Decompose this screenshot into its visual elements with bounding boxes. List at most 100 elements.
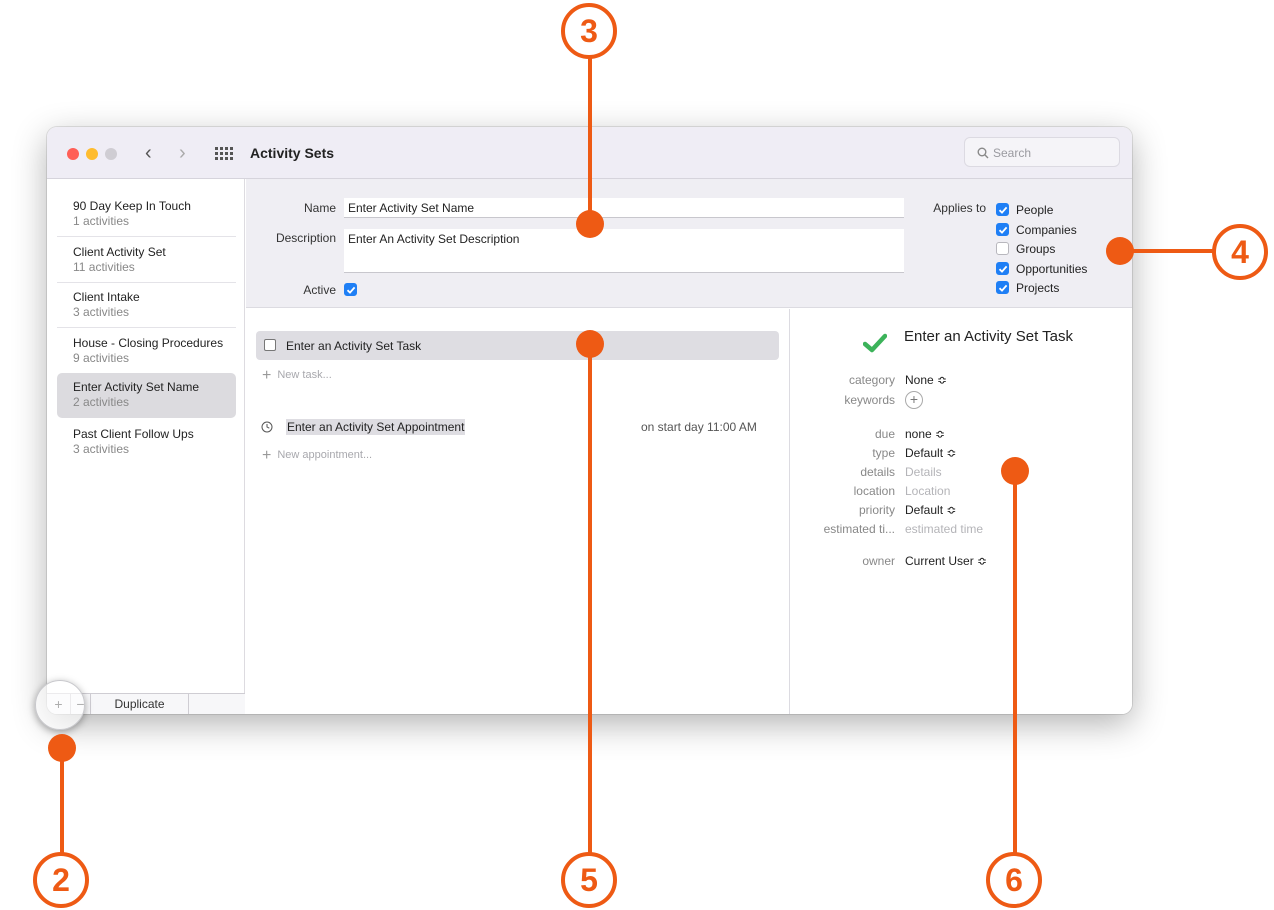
appointment-time: on start day 11:00 AM	[641, 420, 757, 434]
callout-marker-4	[1106, 237, 1134, 265]
location-field[interactable]: Location	[905, 484, 951, 498]
task-checkbox[interactable]	[264, 339, 276, 351]
sidebar-item-name: 90 Day Keep In Touch	[73, 199, 191, 213]
active-checkbox[interactable]	[344, 283, 357, 296]
sidebar-item[interactable]: Client Activity Set 11 activities	[57, 238, 236, 283]
description-field[interactable]: Enter An Activity Set Description	[344, 229, 904, 273]
callout-badge-5: 5	[561, 852, 617, 908]
duplicate-button[interactable]: Duplicate	[91, 694, 189, 714]
sidebar-item-count: 1 activities	[73, 214, 130, 228]
type-popup[interactable]: Default ≎	[905, 446, 957, 460]
activity-set-form: Name Description Enter An Activity Set D…	[246, 179, 1132, 308]
sidebar-item-count: 3 activities	[73, 305, 130, 319]
estimated-time-field[interactable]: estimated time	[905, 522, 984, 536]
keywords-label: keywords	[844, 393, 895, 407]
callout-line-5	[588, 344, 592, 856]
checkmark-icon	[998, 226, 1008, 234]
projects-label: Projects	[1016, 281, 1060, 295]
name-label: Name	[303, 201, 336, 215]
applies-to-label: Applies to	[933, 201, 986, 215]
grid-icon[interactable]	[215, 147, 233, 160]
callout-badge-4: 4	[1212, 224, 1268, 280]
details-field[interactable]: Details	[905, 465, 942, 479]
location-label: location	[853, 484, 895, 498]
zoom-button[interactable]	[105, 148, 117, 160]
sidebar-item-name: House - Closing Procedures	[73, 336, 224, 350]
callout-line-2	[60, 746, 64, 856]
sidebar-item-count: 3 activities	[73, 442, 130, 456]
activities-list: Enter an Activity Set Task +New task... …	[246, 309, 790, 714]
sidebar: 90 Day Keep In Touch 1 activities Client…	[47, 179, 245, 714]
callout-badge-2: 2	[33, 852, 89, 908]
sidebar-item-name: Client Intake	[73, 290, 140, 304]
sidebar-item-count: 11 activities	[73, 260, 135, 274]
owner-popup[interactable]: Current User ≎	[905, 554, 988, 568]
callout-badge-3: 3	[561, 3, 617, 59]
appointment-name[interactable]: Enter an Activity Set Appointment	[286, 419, 466, 435]
estimated-time-label: estimated ti...	[823, 522, 895, 536]
name-field[interactable]	[344, 198, 904, 218]
callout-marker-6	[1001, 457, 1029, 485]
due-label: due	[874, 427, 895, 441]
active-label: Active	[303, 283, 336, 297]
sidebar-item-count: 9 activities	[73, 351, 130, 365]
details-label: details	[860, 465, 895, 479]
priority-label: priority	[858, 503, 895, 517]
search-field[interactable]	[964, 137, 1120, 167]
opportunities-label: Opportunities	[1016, 262, 1088, 276]
sidebar-item-name: Enter Activity Set Name	[73, 380, 200, 394]
callout-marker-5	[576, 330, 604, 358]
type-label: type	[872, 446, 895, 460]
sidebar-item-count: 2 activities	[73, 395, 130, 409]
close-button[interactable]	[67, 148, 79, 160]
sidebar-item-name: Past Client Follow Ups	[73, 427, 194, 441]
companies-label: Companies	[1016, 223, 1077, 237]
sidebar-item[interactable]: House - Closing Procedures 9 activities	[57, 329, 236, 374]
checkmark-icon	[998, 284, 1008, 292]
chevron-right-icon[interactable]: ›	[179, 142, 186, 164]
groups-checkbox[interactable]	[996, 242, 1009, 255]
checkmark-icon	[998, 206, 1008, 214]
sidebar-item-selected[interactable]: Enter Activity Set Name 2 activities	[57, 373, 236, 418]
opportunities-checkbox[interactable]	[996, 262, 1009, 275]
sidebar-item[interactable]: Past Client Follow Ups 3 activities	[57, 420, 236, 465]
checkmark-icon	[346, 286, 356, 294]
callout-badge-6: 6	[986, 852, 1042, 908]
priority-popup[interactable]: Default ≎	[905, 503, 957, 517]
checkmark-icon	[998, 265, 1008, 273]
search-icon	[977, 147, 989, 159]
category-popup[interactable]: None ≎	[905, 373, 948, 387]
plus-icon: +	[262, 447, 272, 464]
callout-marker-2	[48, 734, 76, 762]
sidebar-item[interactable]: 90 Day Keep In Touch 1 activities	[57, 192, 236, 237]
detail-title: Enter an Activity Set Task	[904, 328, 1073, 345]
new-appointment-row[interactable]: + New appointment...	[262, 447, 372, 465]
window-title: Activity Sets	[250, 145, 335, 161]
sidebar-item-name: Client Activity Set	[73, 245, 166, 259]
callout-marker-3	[576, 210, 604, 238]
new-task-row[interactable]: + New task...	[262, 367, 332, 385]
projects-checkbox[interactable]	[996, 281, 1009, 294]
category-label: category	[848, 373, 895, 387]
task-name: Enter an Activity Set Task	[286, 339, 422, 353]
callout-line-4	[1120, 249, 1216, 253]
callout-line-3	[588, 57, 592, 224]
owner-label: owner	[862, 554, 895, 568]
companies-checkbox[interactable]	[996, 223, 1009, 236]
callout-line-6	[1013, 470, 1017, 856]
due-popup[interactable]: none ≎	[905, 427, 946, 441]
task-row[interactable]: Enter an Activity Set Task	[256, 331, 779, 360]
people-checkbox[interactable]	[996, 203, 1009, 216]
minimize-button[interactable]	[86, 148, 98, 160]
people-label: People	[1016, 203, 1054, 217]
add-keyword-button[interactable]: +	[905, 391, 923, 409]
checkmark-icon	[863, 333, 887, 353]
new-appointment-placeholder: New appointment...	[277, 449, 373, 461]
search-input[interactable]	[993, 144, 1113, 162]
magnifier-highlight	[35, 680, 85, 730]
new-task-placeholder: New task...	[277, 369, 332, 381]
plus-icon: +	[262, 367, 272, 384]
sidebar-item[interactable]: Client Intake 3 activities	[57, 283, 236, 328]
chevron-left-icon[interactable]: ‹	[145, 142, 152, 164]
description-label: Description	[275, 231, 336, 245]
